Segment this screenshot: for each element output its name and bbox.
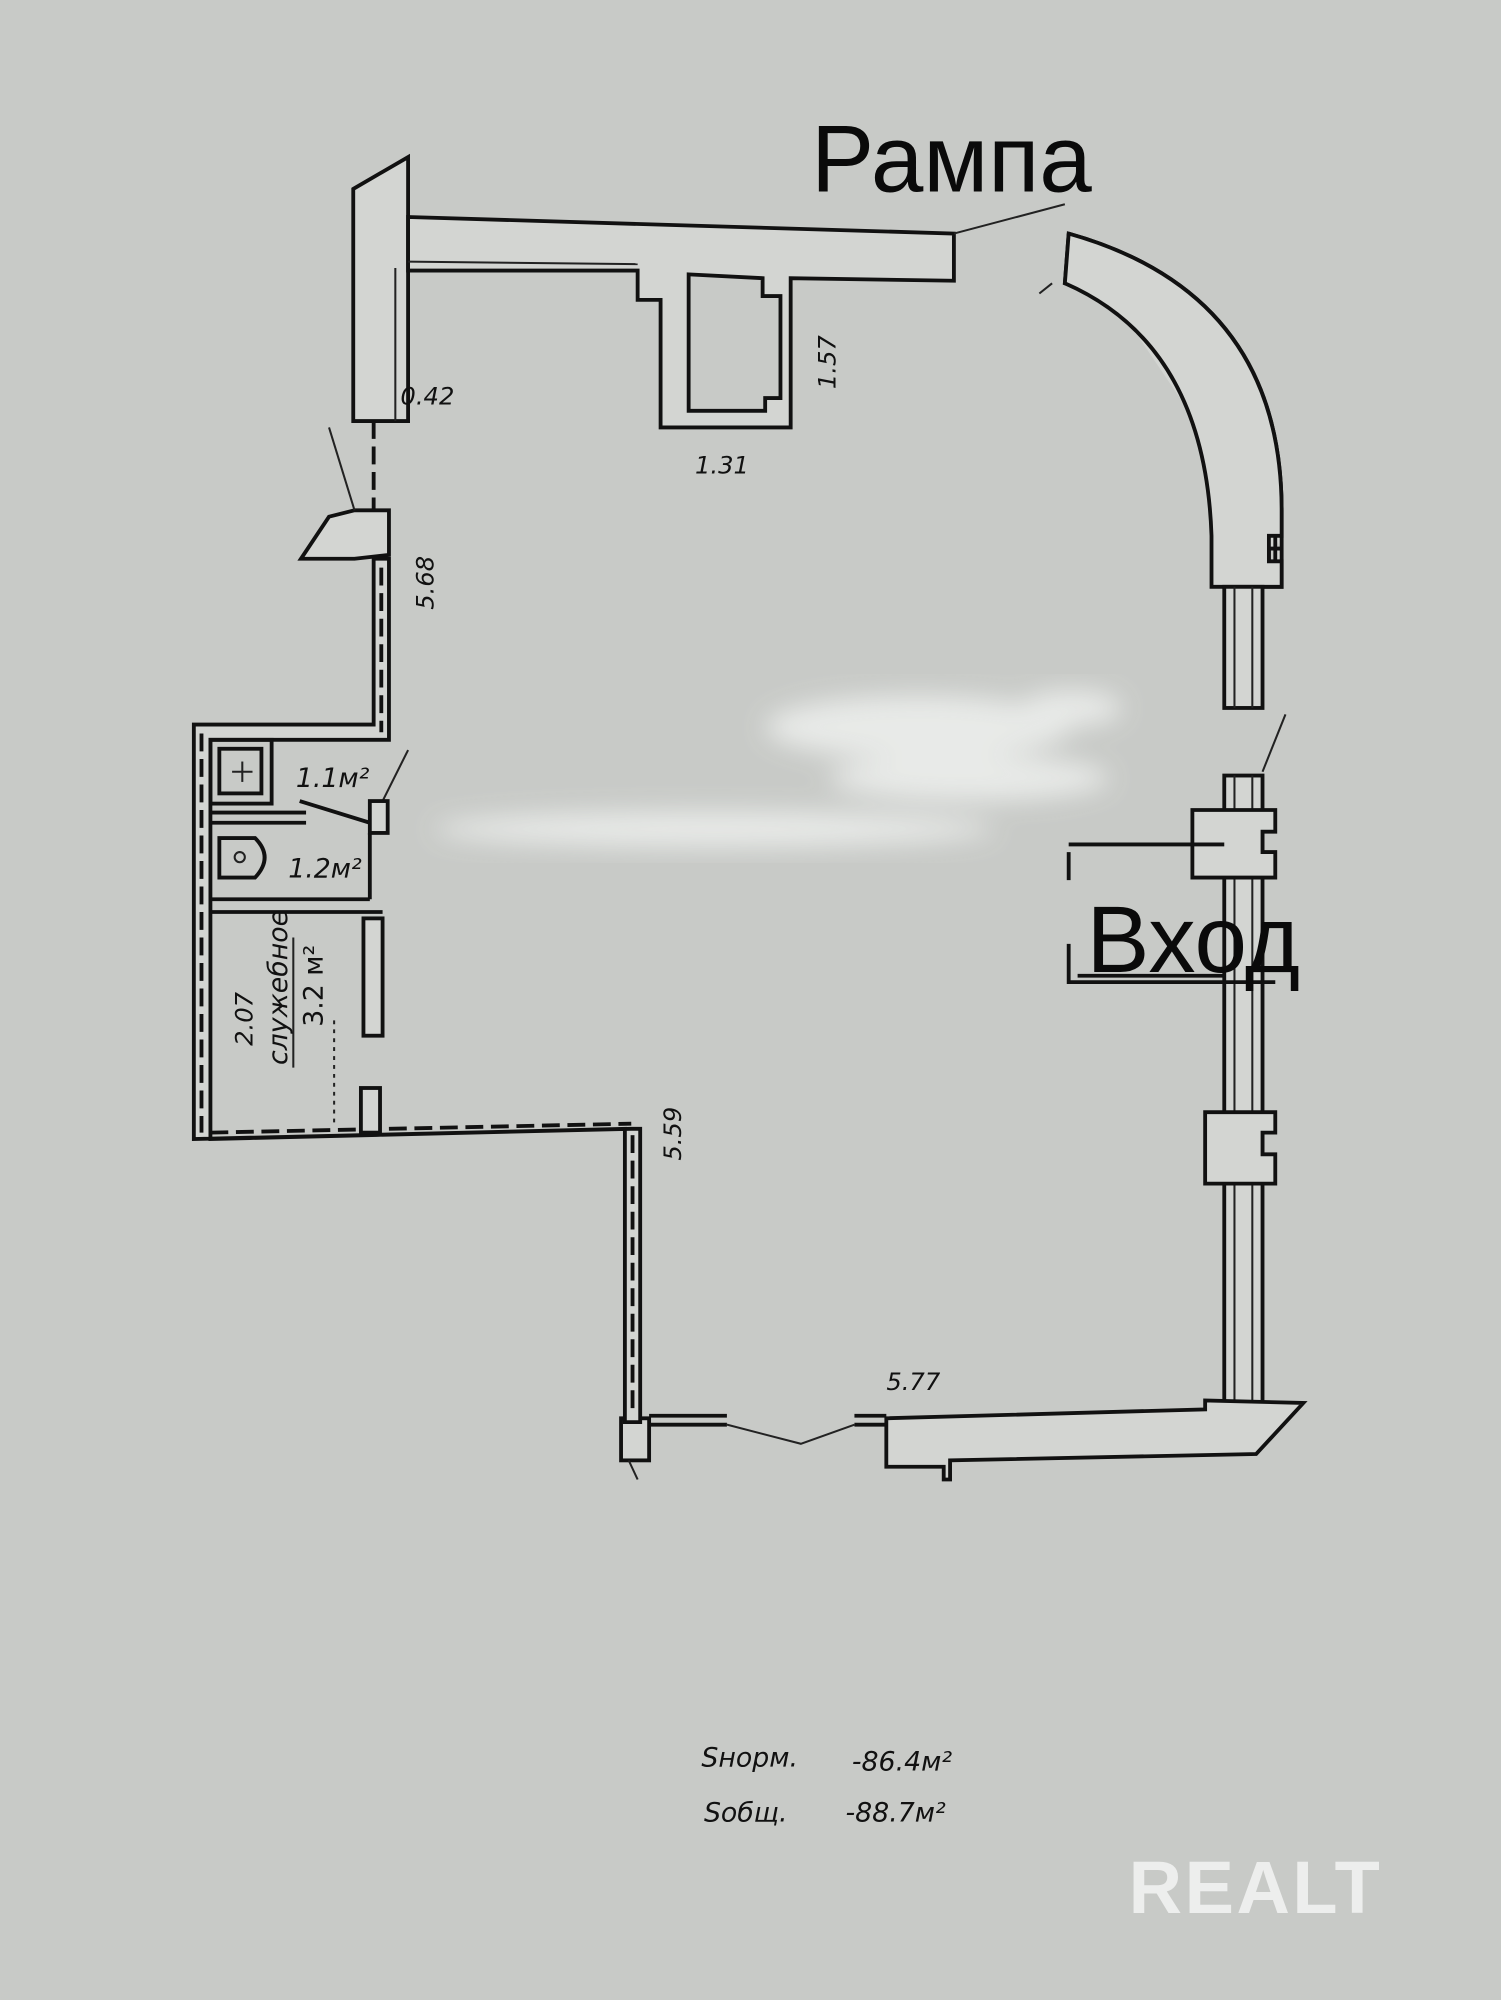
erased-area [433, 690, 1123, 847]
bathroom-block [208, 737, 410, 1135]
wall-right [1066, 584, 1287, 1416]
wall-left [191, 427, 643, 1425]
niche [686, 272, 783, 413]
wall-bottom [619, 1398, 1308, 1482]
dim-0-42: 0.42 [400, 382, 454, 410]
total-area-label: Sобщ. [704, 1797, 788, 1828]
dim-1-31: 1.31 [695, 451, 749, 479]
entrance-label: Вход [1087, 887, 1300, 992]
dim-5-59: 5.59 [659, 1107, 687, 1161]
service-room-area: 3.2 м² [299, 945, 330, 1027]
dim-5-77: 5.77 [886, 1368, 941, 1396]
service-room-name: служебное [263, 910, 294, 1065]
total-area-value: -88.7м² [846, 1797, 946, 1828]
dim-1-57: 1.57 [813, 335, 841, 390]
shower-area: 1.1м² [296, 763, 370, 794]
wall-top [406, 215, 956, 430]
wall-top-left-pillar [351, 153, 411, 423]
wc-area: 1.2м² [288, 854, 362, 885]
realt-watermark: REALT [1129, 1846, 1383, 1929]
dim-5-68: 5.68 [412, 556, 440, 610]
ramp-label: Рампа [811, 106, 1092, 211]
dim-2-07: 2.07 [231, 991, 259, 1046]
norm-area-value: -86.4м² [852, 1746, 952, 1777]
norm-area-label: Sнорм. [701, 1742, 798, 1773]
